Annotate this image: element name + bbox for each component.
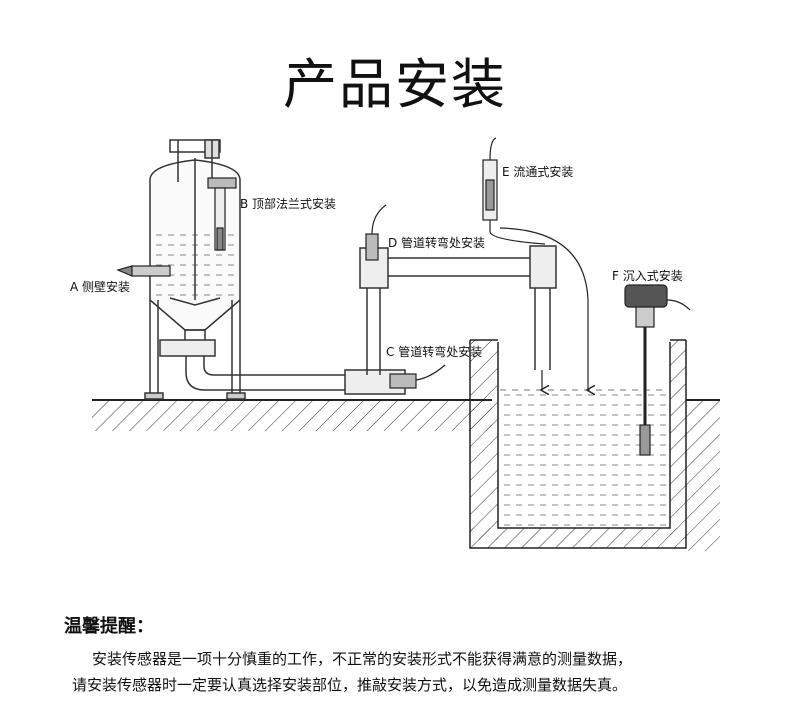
label-e: E 流通式安装 bbox=[502, 164, 573, 179]
open-basin bbox=[469, 339, 687, 549]
page-title: 产品安装 bbox=[283, 53, 507, 116]
label-b: B 顶部法兰式安装 bbox=[240, 196, 336, 211]
sensor-b bbox=[207, 177, 237, 251]
label-d: D 管道转弯处安装 bbox=[388, 235, 485, 250]
sensor-e bbox=[482, 137, 546, 245]
label-f: F 沉入式安装 bbox=[612, 268, 683, 283]
sensor-a bbox=[116, 265, 171, 277]
tips-heading: 温馨提醒： bbox=[64, 616, 154, 637]
tips-line-1: 安装传感器是一项十分慎重的工作，不正常的安装形式不能获得满意的测量数据， bbox=[92, 650, 633, 668]
pipe-network bbox=[185, 245, 557, 395]
sensor-f bbox=[624, 284, 691, 456]
sensor-d bbox=[365, 204, 387, 261]
flow-arrows bbox=[499, 227, 588, 390]
tips-line-2: 请安装传感器时一定要认真选择安装部位，推敲安装方式，以免造成测量数据失真。 bbox=[72, 676, 628, 694]
sensor-c bbox=[389, 364, 446, 389]
ground bbox=[92, 399, 720, 551]
label-a: A 侧壁安装 bbox=[70, 279, 130, 294]
label-c: C 管道转弯处安装 bbox=[386, 344, 482, 359]
